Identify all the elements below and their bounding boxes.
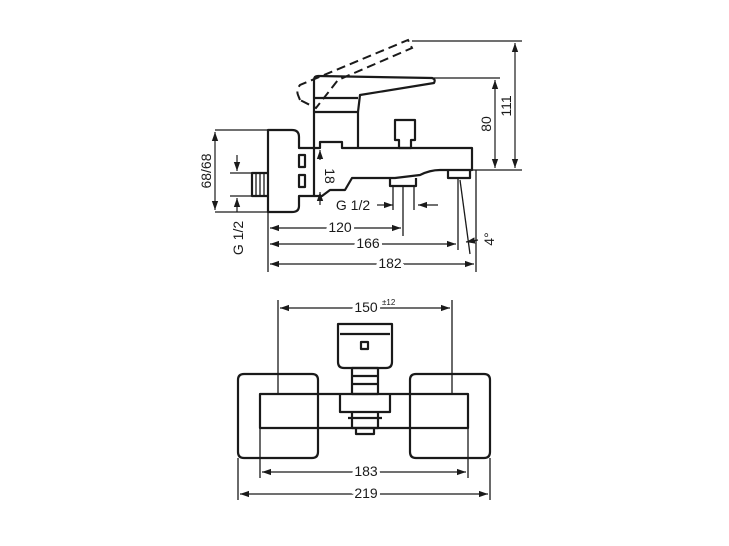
front-view: 150 ±12 183 219 — [236, 296, 492, 504]
handle-alt-position — [296, 38, 414, 110]
wall-mount-block — [266, 128, 316, 214]
front-neck — [350, 366, 380, 396]
dim-label-68: 68/68 — [198, 153, 214, 188]
lever-handle — [312, 74, 436, 113]
dim-label-166: 166 — [356, 235, 380, 251]
ring-lower — [297, 173, 307, 189]
tolerance-label-150: ±12 — [382, 298, 396, 307]
neck — [312, 110, 360, 148]
spout-end — [446, 170, 472, 180]
angle-line — [459, 179, 471, 255]
dim-label-111: 111 — [498, 95, 514, 116]
aerator-outlet — [388, 178, 418, 188]
angle-label: 4° — [481, 232, 497, 245]
front-spout — [338, 394, 392, 414]
diverter-knob — [393, 118, 417, 150]
dim-label-18: 18 — [322, 168, 338, 184]
thread-outlet-label: G 1/2 — [336, 197, 370, 213]
angle-arrow — [465, 237, 479, 244]
dim-label-120: 120 — [328, 219, 352, 235]
mixer-body — [314, 140, 474, 198]
front-aerator — [354, 428, 376, 436]
front-handle-indicator — [359, 340, 370, 351]
right-escutcheon — [408, 372, 492, 460]
ring-upper — [297, 153, 307, 169]
thread-inlet-label: G 1/2 — [230, 221, 246, 255]
front-lever-handle — [336, 322, 394, 370]
dim-label-80: 80 — [478, 116, 494, 132]
left-escutcheon — [236, 372, 320, 460]
side-view: 120 166 182 G 1/2 18 68/68 G 1/2 80 111 — [198, 38, 522, 274]
front-outlet — [350, 412, 380, 430]
dim-label-150: 150 — [354, 299, 378, 315]
dim-label-183: 183 — [354, 463, 378, 479]
dim-label-182: 182 — [378, 255, 402, 271]
dim-label-219: 219 — [354, 485, 378, 501]
